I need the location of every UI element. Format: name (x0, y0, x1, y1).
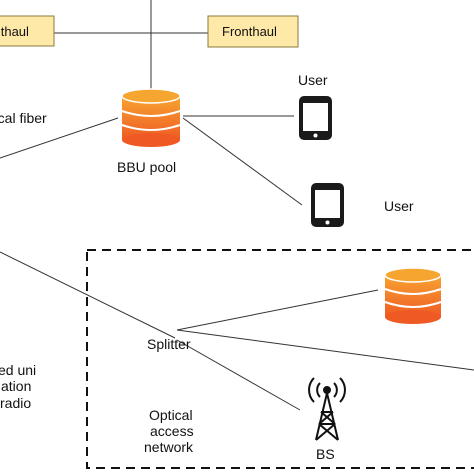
connection-lines (0, 0, 474, 411)
bbu-pool-label: BBU pool (117, 159, 176, 175)
bbu-to-user-bottom-line (182, 117, 303, 206)
optical-access-network-boundary (86, 249, 474, 469)
optical-fiber-label: Optical fiber (0, 110, 47, 126)
optical-access-label-line-3: network (144, 439, 194, 455)
splitter-to-database-line (176, 289, 379, 331)
optical-access-label-line-1: Optical (149, 407, 193, 423)
splitter-to-bs-line (176, 339, 301, 411)
fronthaul-box-left: Fronthaul (0, 15, 55, 47)
user-top-label: User (298, 72, 328, 88)
optical-access-label-line-2: access (150, 423, 194, 439)
splitter-to-right-line (176, 329, 474, 371)
fronthaul-box-right: Fronthaul (207, 15, 299, 48)
smartphone-icon (311, 183, 344, 227)
bbu-database-icon (121, 88, 181, 147)
optical-fiber-line (0, 117, 119, 159)
fronthaul-right-label: Fronthaul (222, 24, 277, 39)
user-bottom-label: User (384, 198, 414, 214)
bs-label: BS (316, 446, 335, 462)
left-text-line-2: ation (1, 378, 31, 394)
left-text-line-3: radio (0, 395, 31, 411)
fronthaul-left-label: Fronthaul (0, 24, 29, 39)
database-icon (384, 267, 442, 324)
left-text-line-1: ed uni (0, 362, 36, 378)
splitter-label: Splitter (147, 336, 191, 352)
fiber-to-splitter-line (0, 251, 176, 339)
radio-tower-icon (308, 377, 346, 441)
smartphone-icon (299, 96, 332, 140)
